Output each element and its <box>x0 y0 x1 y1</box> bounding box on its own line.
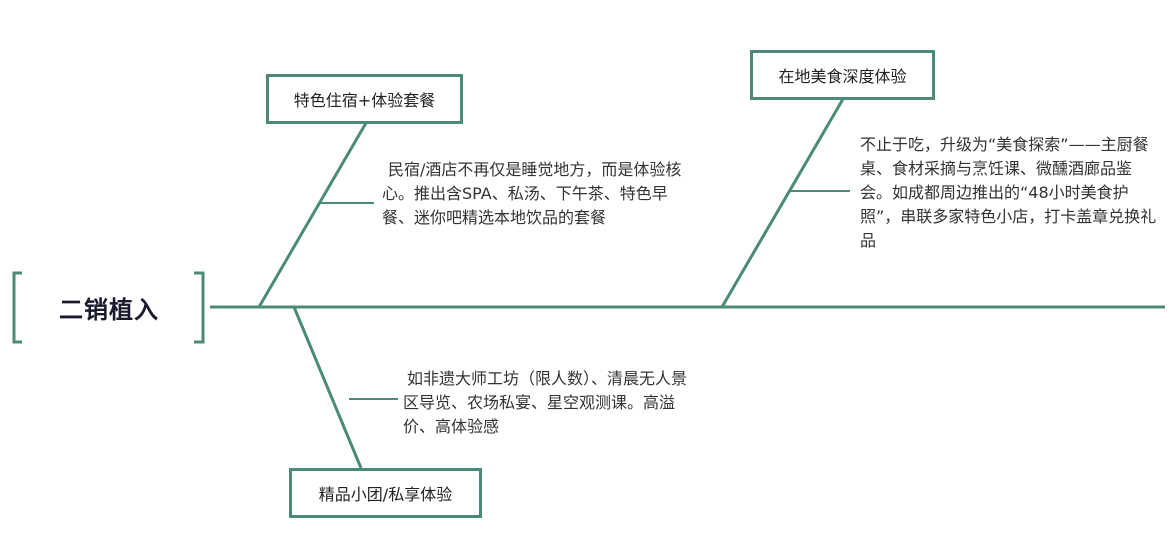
branch-1-title: 特色住宿+体验套餐 <box>293 91 436 110</box>
branch-2-box: 在地美食深度体验 <box>750 50 935 100</box>
branch-3-title: 精品小团/私享体验 <box>318 485 453 504</box>
branch-3-box: 精品小团/私享体验 <box>289 468 482 518</box>
branch-3-desc: 如非遗大师工坊（限人数）、清晨无人景区导览、农场私宴、星空观测课。高溢价、高体验… <box>403 369 688 436</box>
branch-1-box: 特色住宿+体验套餐 <box>266 74 463 124</box>
branch-2-desc: 不止于吃，升级为“美食探索”——主厨餐桌、食材采摘与烹饪课、微醺酒廊品鉴会。如成… <box>860 135 1157 250</box>
branch-3-bone <box>292 306 363 469</box>
branch-1-desc: 民宿/酒店不再仅是睡觉地方，而是体验核心。推出含SPA、私汤、下午茶、特色早餐、… <box>382 160 682 227</box>
root-node: 二销植入 <box>14 272 204 342</box>
root-bracket-right <box>194 271 205 344</box>
root-bracket-left <box>12 271 22 344</box>
branch-1-bone <box>257 122 368 308</box>
branch-2-bone <box>720 98 845 308</box>
branch-2-title: 在地美食深度体验 <box>778 67 907 86</box>
root-title: 二销植入 <box>59 295 159 324</box>
